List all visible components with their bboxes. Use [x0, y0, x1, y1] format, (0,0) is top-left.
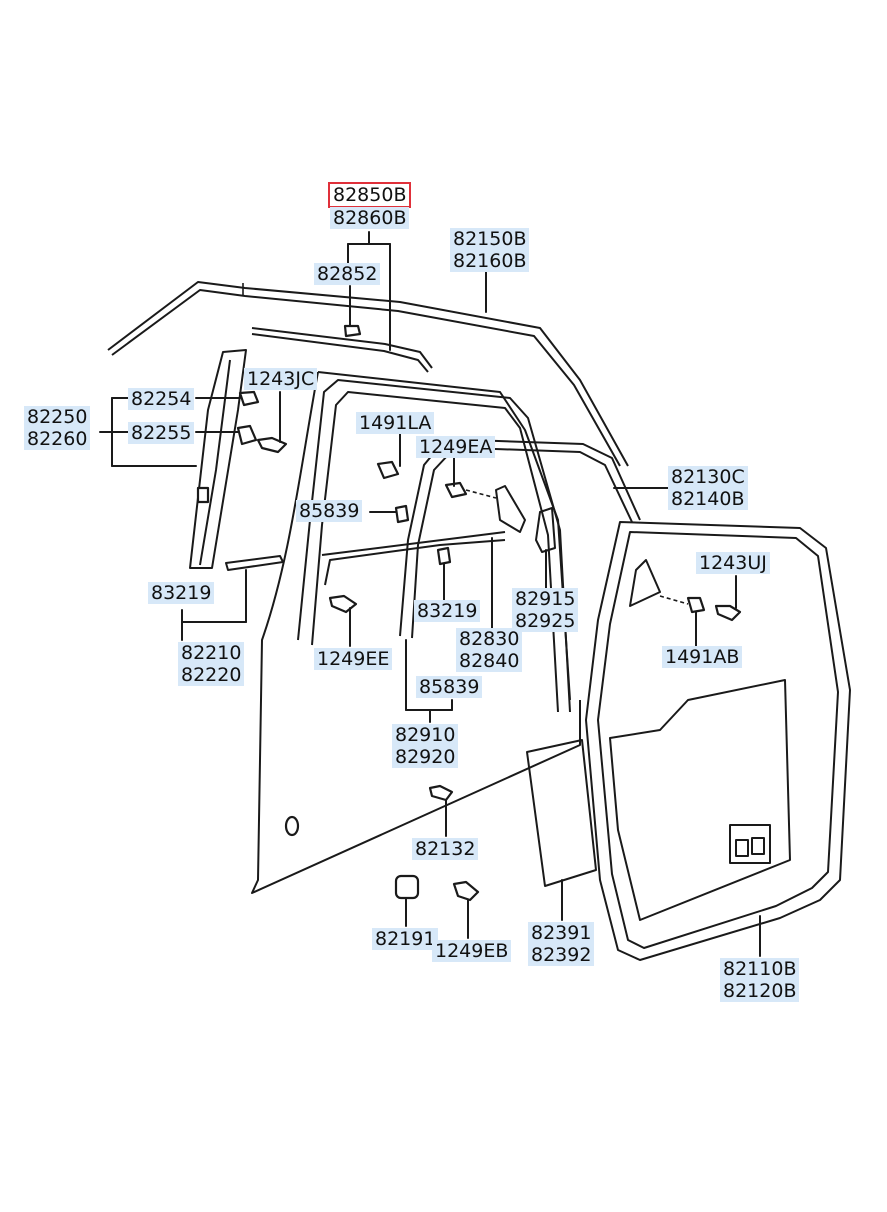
- clip-82254: [238, 390, 260, 407]
- callout-82130c[interactable]: 82130C 82140B: [668, 466, 748, 510]
- callout-82250[interactable]: 82250 82260: [24, 406, 91, 450]
- trim-panel: [609, 679, 791, 921]
- callout-82850b[interactable]: 82850B: [327, 182, 412, 208]
- callout-82110b[interactable]: 82110B 82120B: [720, 958, 800, 1002]
- mirror-patch: [629, 559, 661, 607]
- callout-1249eb[interactable]: 1249EB: [432, 940, 512, 962]
- plug-82191: [394, 874, 420, 900]
- callout-85839-upper[interactable]: 85839: [296, 500, 363, 522]
- callout-82391[interactable]: 82391 82392: [528, 922, 595, 966]
- callout-1249ea[interactable]: 1249EA: [416, 436, 496, 458]
- callout-82860b[interactable]: 82860B: [330, 207, 410, 229]
- upper-channel-strip: [251, 327, 433, 373]
- callout-82852[interactable]: 82852: [314, 263, 381, 285]
- delta-bracket: [495, 485, 526, 533]
- roof-drip-moulding: [107, 281, 629, 467]
- screw-1249eb: [452, 880, 480, 902]
- screw-1249ee: [328, 594, 358, 614]
- callout-82910[interactable]: 82910 82920: [392, 724, 459, 768]
- callout-82132[interactable]: 82132: [412, 838, 479, 860]
- callout-82915[interactable]: 82915 82925: [512, 588, 579, 632]
- clip-1491ab: [686, 596, 706, 614]
- callout-82255[interactable]: 82255: [128, 422, 195, 444]
- callout-82830[interactable]: 82830 82840: [456, 628, 523, 672]
- callout-82210[interactable]: 82210 82220: [178, 642, 245, 686]
- clip-82255: [236, 424, 258, 446]
- callout-82254[interactable]: 82254: [128, 388, 195, 410]
- clip-85839: [394, 504, 410, 524]
- pillar-moulding: [189, 349, 247, 569]
- clip-1491la: [376, 460, 400, 480]
- callout-1491ab[interactable]: 1491AB: [662, 646, 743, 668]
- leader-lines: [99, 231, 761, 957]
- screw-82132: [428, 784, 454, 802]
- clip-83219: [436, 546, 452, 566]
- clip-82852: [343, 324, 362, 338]
- screw-1243jc: [256, 436, 288, 454]
- screw-1243uj: [714, 604, 742, 622]
- callout-1491la[interactable]: 1491LA: [356, 412, 435, 434]
- callout-82191[interactable]: 82191: [372, 928, 439, 950]
- corner-piece-82915: [535, 507, 556, 553]
- callout-1243jc[interactable]: 1243JC: [244, 368, 318, 390]
- callout-1249ee[interactable]: 1249EE: [314, 648, 393, 670]
- sealing-sheet: [526, 739, 597, 887]
- screw-1249ea: [444, 481, 468, 499]
- callout-82150b[interactable]: 82150B 82160B: [450, 228, 530, 272]
- door-weatherstrip: [585, 521, 851, 961]
- callout-1243uj[interactable]: 1243UJ: [696, 552, 770, 574]
- callout-83219-left[interactable]: 83219: [148, 582, 215, 604]
- belt-moulding-82210: [225, 555, 284, 571]
- callout-83219-center[interactable]: 83219: [414, 600, 481, 622]
- callout-85839-lower[interactable]: 85839: [416, 676, 483, 698]
